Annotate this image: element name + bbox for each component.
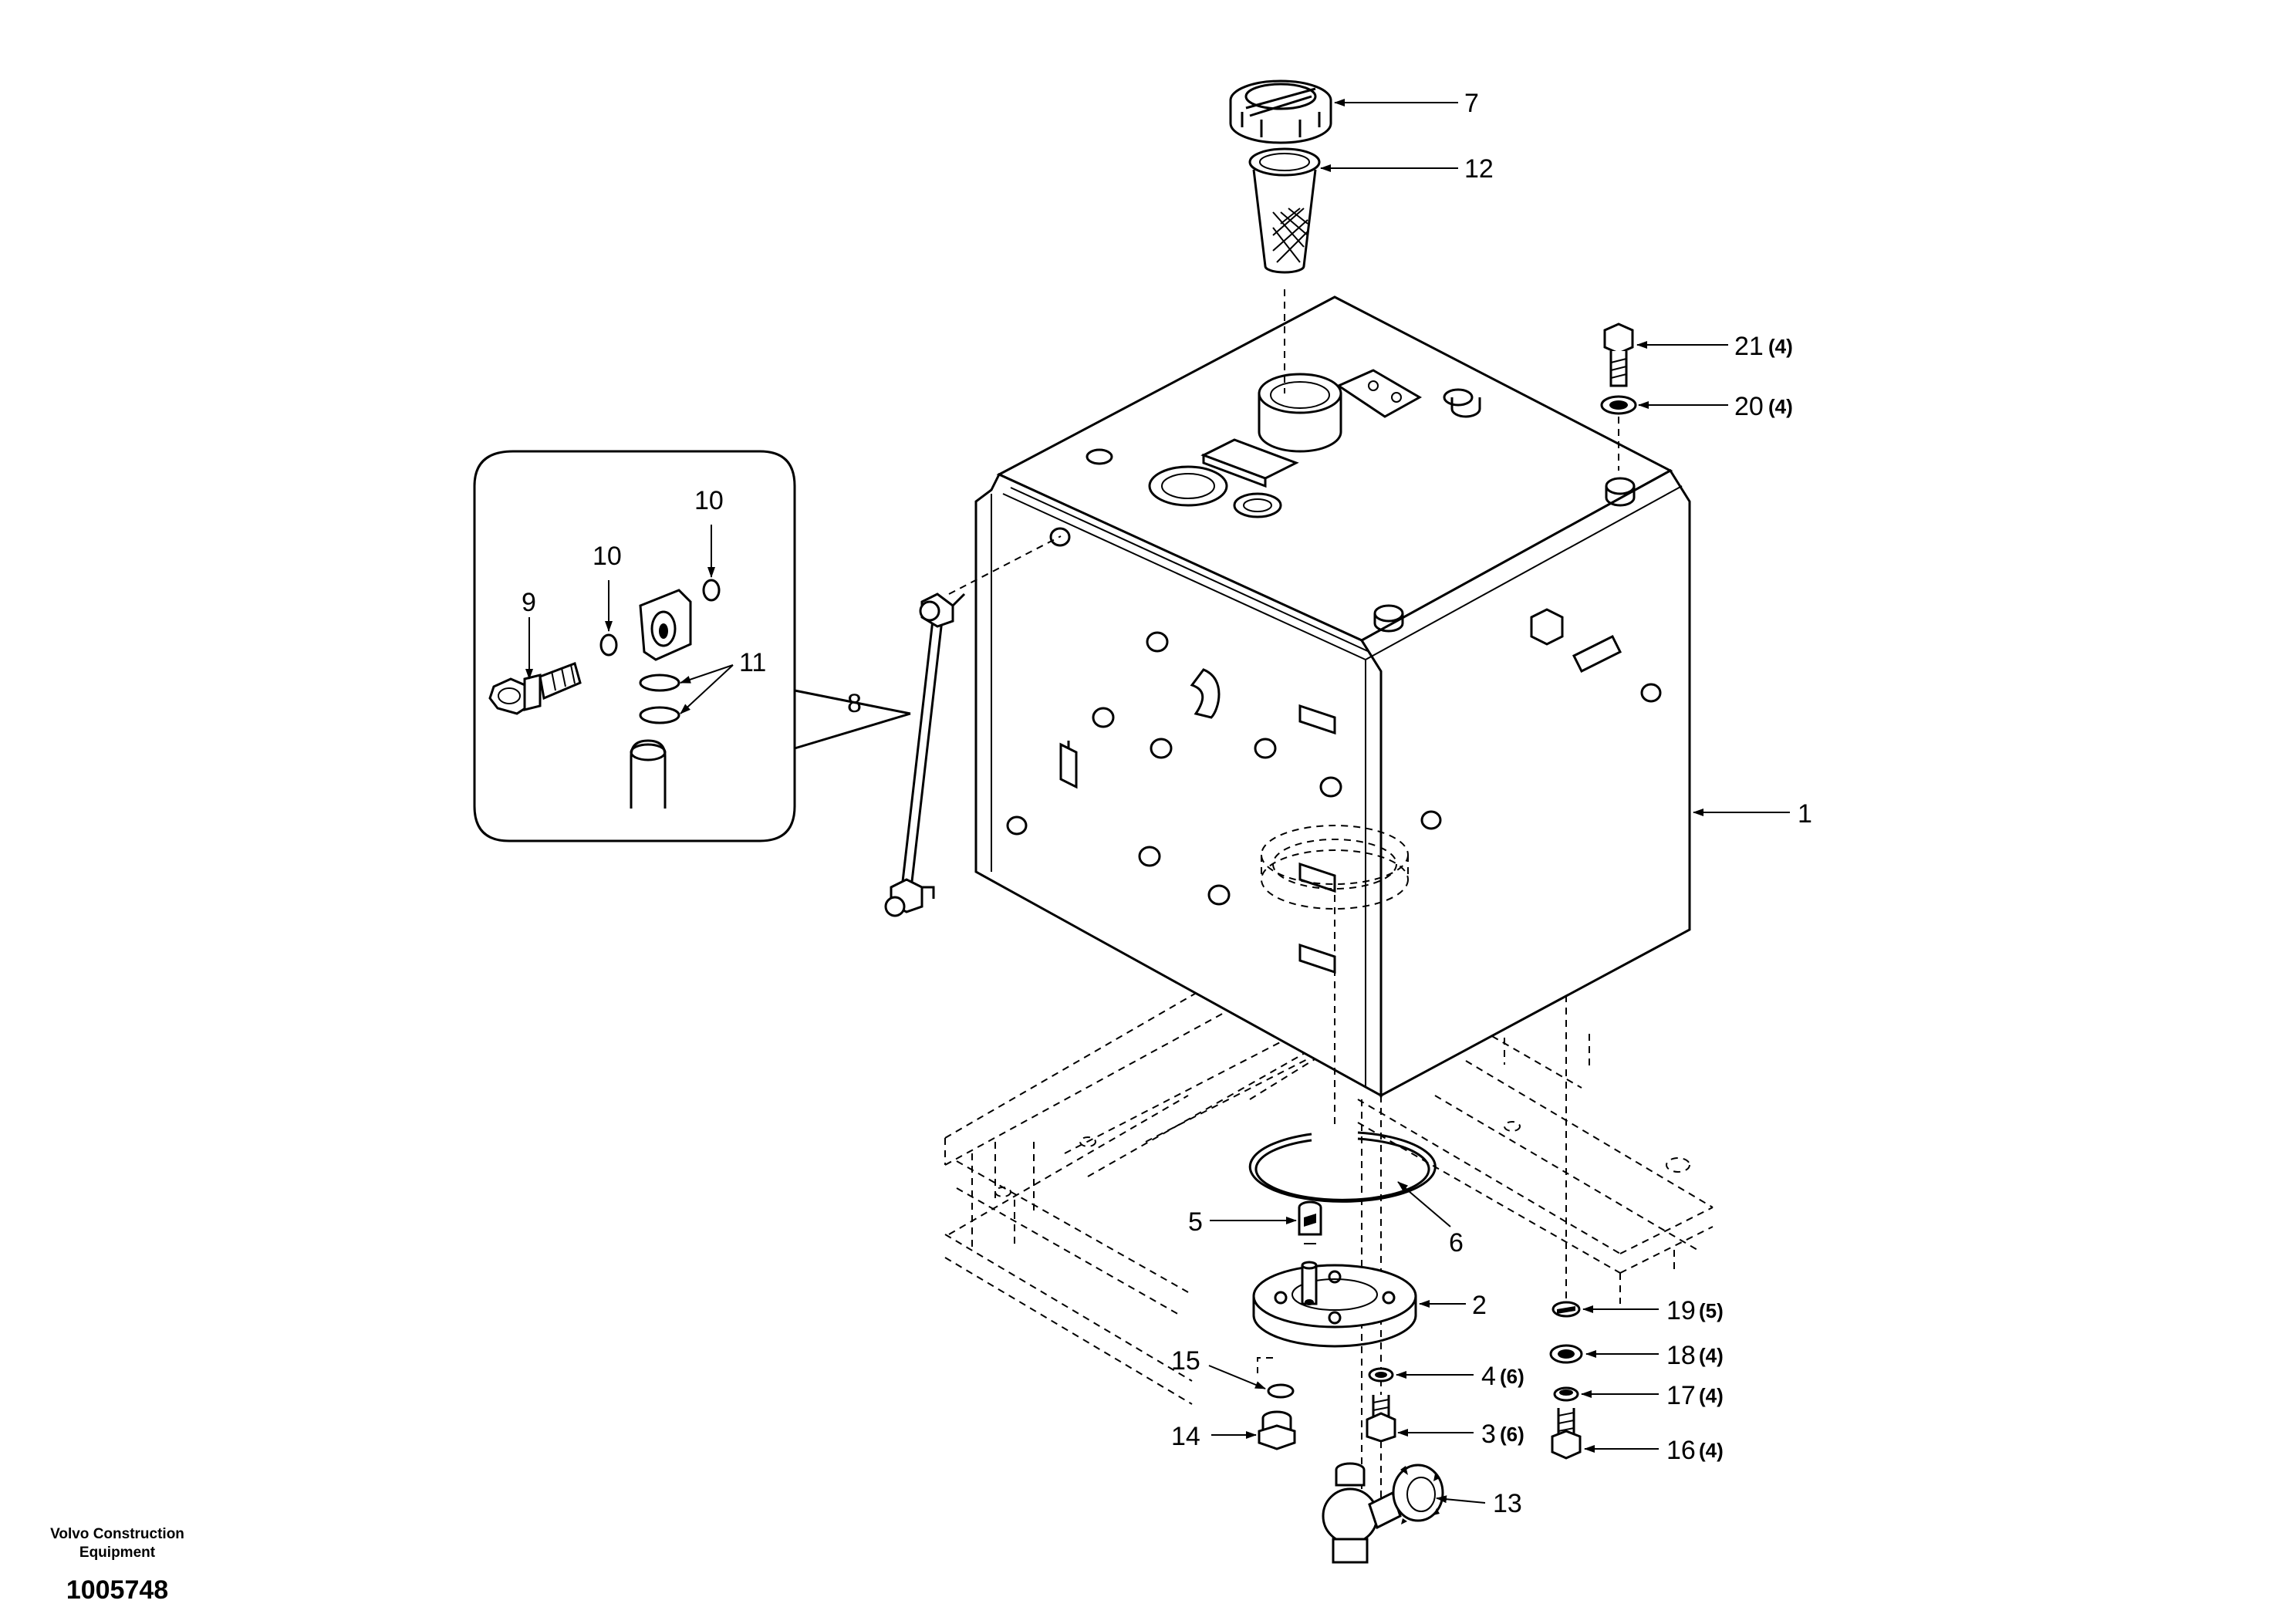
detail-inset-box	[473, 450, 911, 842]
callout-17-qty: (4)	[1699, 1384, 1724, 1407]
part-washer-19	[1551, 1301, 1581, 1318]
part-washer-17	[1553, 1386, 1579, 1402]
document-number: 1005748	[66, 1575, 168, 1605]
part-strainer	[1248, 147, 1321, 274]
part-bolt-16	[1551, 1408, 1582, 1460]
callout-21-qty: (4)	[1768, 335, 1793, 358]
callout-9: 9	[522, 588, 536, 617]
callout-19: 19	[1666, 1296, 1696, 1325]
callout-16: 16	[1666, 1436, 1696, 1465]
callout-4-qty: (6)	[1500, 1365, 1524, 1388]
callout-labels: 7 12 21 (4) 20 (4) 1 8 9 10 10 11 5 6 2 …	[522, 89, 1812, 1518]
callout-3: 3	[1481, 1420, 1496, 1449]
callout-21: 21	[1734, 332, 1764, 361]
part-plug-14	[1258, 1410, 1296, 1450]
frame-outline-dashed	[944, 979, 1714, 1405]
callout-2: 2	[1472, 1291, 1487, 1320]
part-filler-cap	[1229, 79, 1332, 144]
part-washer-18	[1549, 1344, 1583, 1364]
part-cover-plate	[1252, 1261, 1417, 1348]
brand-line-1: Volvo Construction	[50, 1526, 184, 1542]
callout-14: 14	[1171, 1422, 1200, 1451]
brand-line-2: Equipment	[79, 1545, 156, 1561]
callout-10-lower: 10	[593, 542, 622, 571]
callout-19-qty: (5)	[1699, 1299, 1724, 1322]
callout-4: 4	[1481, 1362, 1496, 1391]
part-washer-4	[1368, 1367, 1394, 1383]
callout-12: 12	[1464, 154, 1494, 184]
callout-17: 17	[1666, 1381, 1696, 1410]
callout-8: 8	[847, 689, 862, 718]
part-bolt-3	[1366, 1395, 1396, 1443]
part-level-gauge	[884, 593, 966, 917]
callout-10-upper: 10	[694, 486, 724, 515]
callout-13: 13	[1493, 1489, 1522, 1518]
part-washer-20	[1600, 395, 1637, 415]
part-bolt-21	[1603, 322, 1634, 387]
footer: Volvo Construction Equipment 1005748	[50, 1526, 184, 1605]
callout-20: 20	[1734, 392, 1764, 421]
part-snap-ring	[1248, 1131, 1437, 1203]
callout-18: 18	[1666, 1341, 1696, 1370]
callout-18-qty: (4)	[1699, 1344, 1724, 1367]
part-fitting-5	[1298, 1200, 1322, 1244]
leader-arrows	[525, 99, 1790, 1504]
callout-16-qty: (4)	[1699, 1439, 1724, 1462]
callout-15: 15	[1171, 1346, 1200, 1376]
callout-3-qty: (6)	[1500, 1423, 1524, 1446]
callout-5: 5	[1188, 1207, 1203, 1237]
part-oring-15	[1267, 1383, 1295, 1399]
callout-6: 6	[1449, 1228, 1464, 1258]
assembly-centerlines	[948, 289, 1619, 1543]
callout-20-qty: (4)	[1768, 395, 1793, 418]
hydraulic-tank	[974, 295, 1691, 1098]
callout-7: 7	[1464, 89, 1479, 118]
part-drain-valve	[1322, 1462, 1444, 1564]
callout-1: 1	[1798, 799, 1812, 829]
callout-11: 11	[739, 648, 766, 677]
